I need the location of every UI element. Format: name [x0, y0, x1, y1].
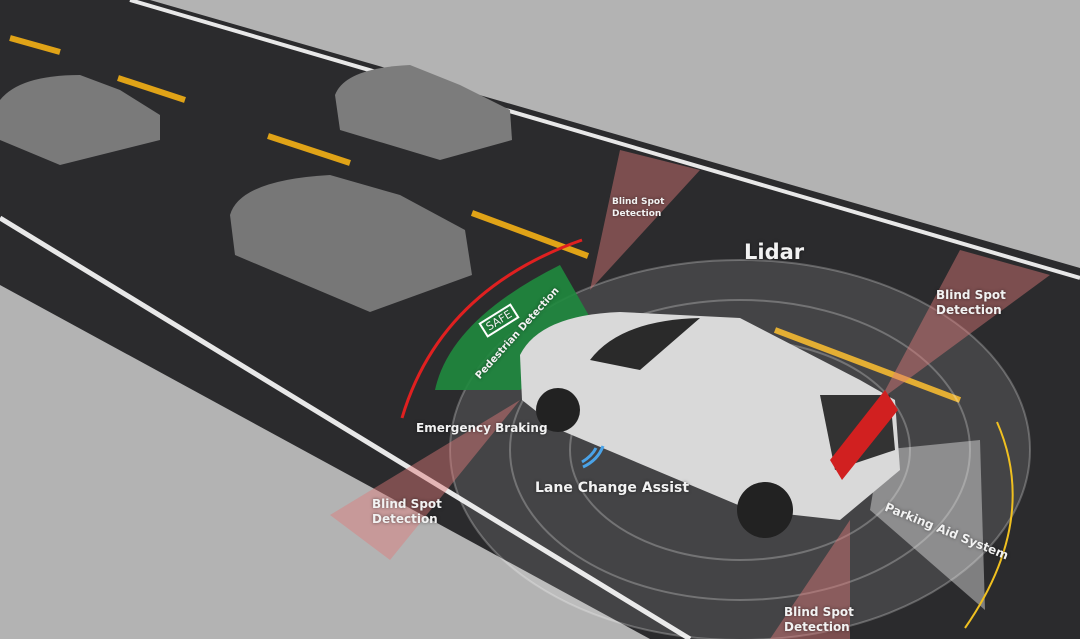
wifi-icon [581, 445, 605, 469]
blind-spot-beams [330, 150, 1050, 639]
parking-arc [964, 421, 1014, 629]
blind-spot-left-label: Blind Spot Detection [372, 497, 442, 526]
lane-change-assist-label: Lane Change Assist [535, 480, 690, 496]
emergency-braking-label: Emergency Braking [416, 421, 548, 435]
road-edge-bottom [0, 215, 692, 639]
blind-spot-bottom-label: Blind Spot Detection [784, 605, 854, 634]
car-far-center [335, 65, 512, 160]
road-edge-top [129, 0, 1080, 280]
blind-spot-top-label: Blind Spot Detection [612, 197, 665, 219]
parking-aid-zone [870, 440, 985, 610]
ego-car [520, 312, 900, 538]
braking-arc [400, 238, 583, 419]
blind-spot-right-label: Blind Spot Detection [936, 288, 1006, 317]
car-far-left [0, 75, 160, 165]
car-near-center [230, 175, 472, 312]
lane-dashes [9, 35, 962, 403]
lidar-title: Lidar [744, 240, 805, 264]
